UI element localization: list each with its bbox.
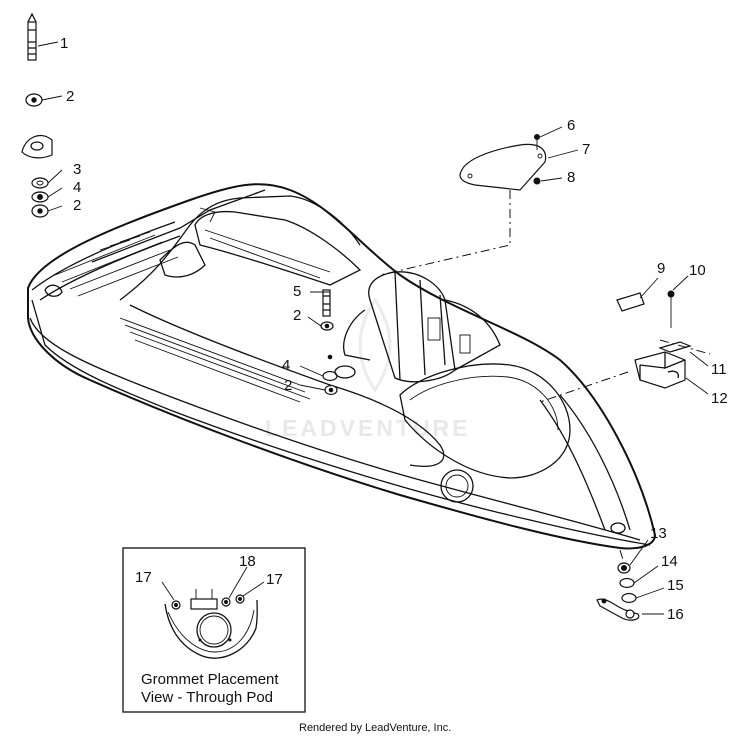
part-stud-1: [27, 12, 37, 61]
callout-13: 13: [650, 525, 667, 542]
hull: [27, 183, 657, 550]
callout-16: 16: [667, 606, 684, 623]
callout-17b: 17: [266, 571, 283, 588]
callout-7: 7: [582, 141, 590, 158]
footer-credit: Rendered by LeadVenture, Inc.: [299, 722, 451, 734]
leader-screw: [659, 339, 711, 355]
part-nut-2c: [320, 321, 334, 331]
callout-1: 1: [60, 35, 68, 52]
part-nut-13: [617, 562, 631, 574]
part-decal-9: [616, 292, 645, 312]
callout-11: 11: [711, 361, 727, 378]
leader-block: [539, 371, 629, 403]
callout-18: 18: [239, 553, 256, 570]
mount-hole: [327, 354, 333, 360]
part-nut-2a: [25, 93, 43, 107]
callout-15: 15: [667, 577, 684, 594]
part-screw-10: [667, 290, 675, 328]
callout-4a: 4: [73, 179, 81, 196]
callout-14: 14: [661, 553, 678, 570]
inset-caption-line1: Grommet Placement: [141, 671, 279, 688]
callout-4b: 4: [282, 357, 290, 374]
part-nut-8: [533, 177, 541, 185]
callout-10: 10: [689, 262, 706, 279]
callout-leaders: [37, 41, 709, 615]
mount-boss: [334, 365, 356, 379]
callout-12: 12: [711, 390, 728, 407]
callout-9: 9: [657, 260, 665, 277]
part-screw-6: [534, 134, 540, 150]
callout-17a: 17: [135, 569, 152, 586]
part-cover-plate-7: [459, 143, 547, 191]
callout-3: 3: [73, 161, 81, 178]
part-nut-2d: [324, 384, 338, 396]
grommet-inset: 17 18 17 Grommet Placement View - Throug…: [122, 547, 306, 713]
part-nut-2b: [31, 204, 49, 218]
callout-2d: 2: [284, 377, 292, 394]
watermark-text: LEADVENTURE: [265, 415, 471, 441]
part-washer-15: [621, 592, 637, 604]
callout-2a: 2: [66, 88, 74, 105]
callout-8: 8: [567, 169, 575, 186]
part-stud-5: [322, 289, 331, 317]
watermark: LEADVENTURE: [265, 297, 471, 441]
callout-5: 5: [293, 283, 301, 300]
callout-2c: 2: [293, 307, 301, 324]
leader-plate: [379, 190, 511, 276]
part-washer-4: [31, 191, 49, 203]
part-bow-eye-16: [596, 598, 640, 621]
inset-caption-line2: View - Through Pod: [141, 689, 273, 706]
part-washer-3: [31, 177, 49, 189]
part-bracket: [21, 135, 53, 159]
callout-6: 6: [567, 117, 575, 134]
leader-bow: [619, 549, 625, 564]
callout-2b: 2: [73, 197, 81, 214]
part-block-12: [634, 351, 686, 389]
part-washer-14: [619, 577, 635, 589]
